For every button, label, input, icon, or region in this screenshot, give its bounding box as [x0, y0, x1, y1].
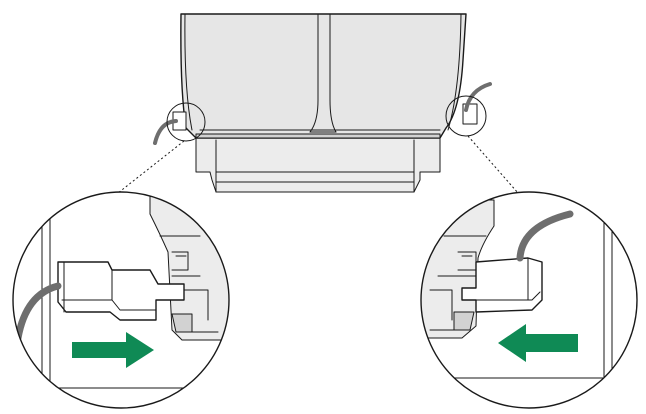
left-callout-leader: [117, 140, 185, 194]
right-detail-arrow: [498, 324, 578, 362]
right-detail-cable: [516, 210, 574, 262]
device-cover: [180, 13, 467, 139]
left-connector-detail: [12, 191, 230, 409]
left-plug: [57, 261, 185, 321]
right-connector-detail: [420, 191, 638, 409]
right-callout-leader: [467, 135, 519, 194]
left-callout-circle: [166, 102, 206, 142]
right-callout-circle: [445, 95, 487, 137]
device-base: [195, 137, 441, 193]
right-detail-circle-border: [420, 191, 638, 409]
left-detail-circle-border: [12, 191, 230, 409]
device-body: [172, 13, 478, 193]
device-right-cable: [464, 82, 492, 112]
left-detail-arrow: [72, 332, 154, 368]
device-left-cable: [153, 119, 178, 145]
right-plug: [461, 257, 543, 313]
left-detail-cable: [14, 282, 62, 342]
